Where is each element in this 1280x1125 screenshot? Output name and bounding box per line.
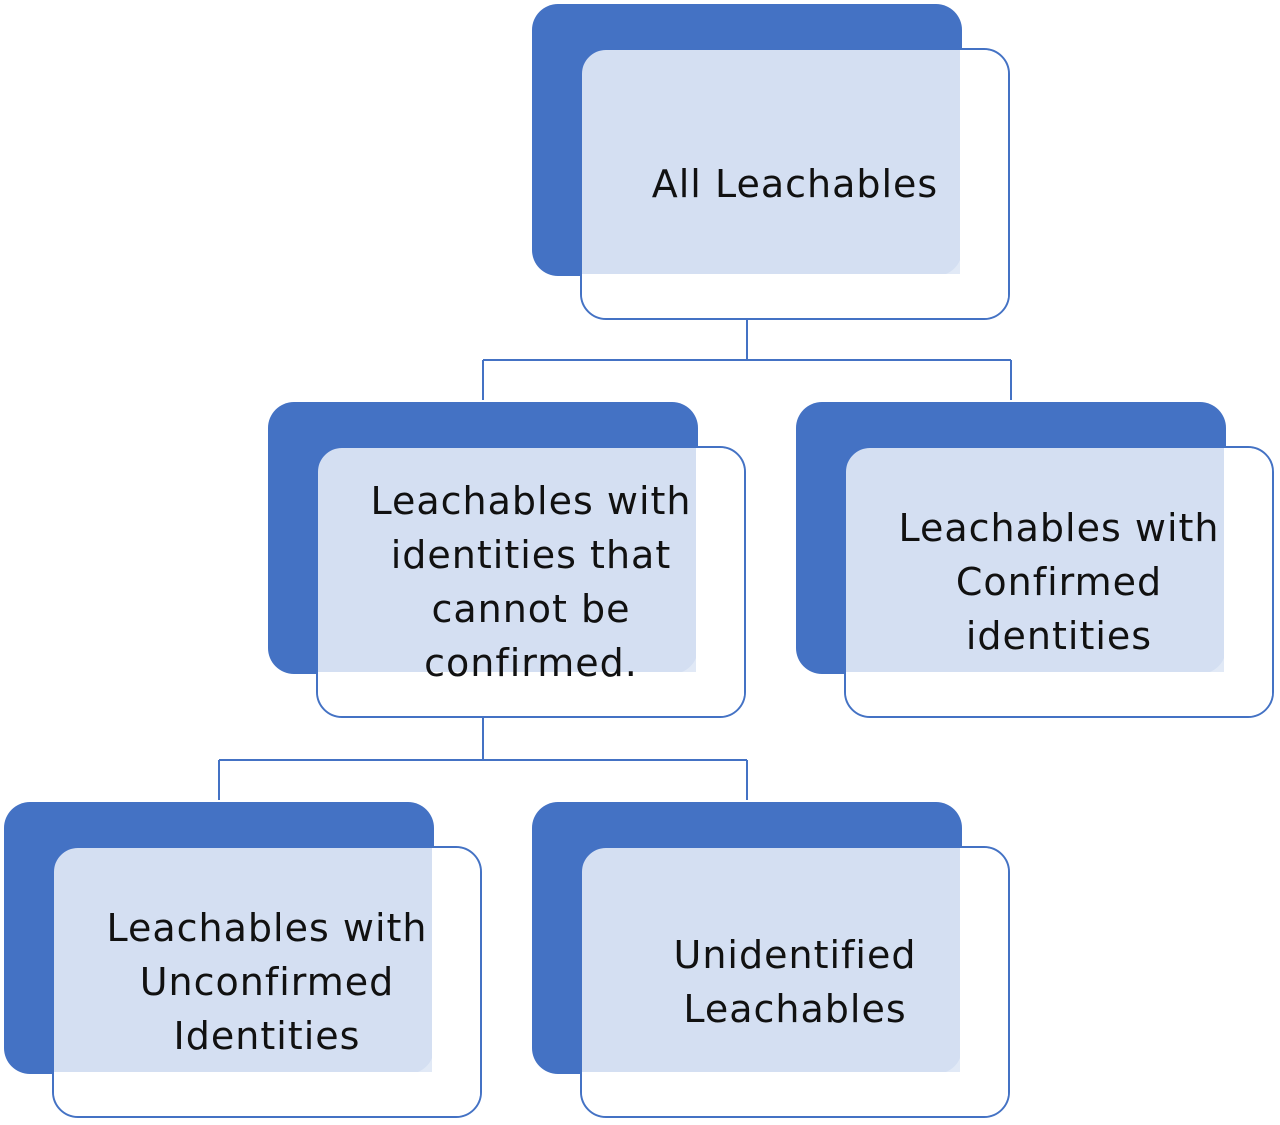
node-unidentified-leachables: Unidentified Leachables <box>532 802 1012 1122</box>
node-front-box: Leachables with Unconfirmed Identities <box>52 846 482 1118</box>
node-front-box: Unidentified Leachables <box>580 846 1010 1118</box>
node-all-leachables: All Leachables <box>532 4 1012 324</box>
node-label: Unidentified Leachables <box>673 933 917 1031</box>
node-front-box: Leachables with Confirmed identities <box>844 446 1274 718</box>
node-label: Leachables with Unconfirmed Identities <box>106 906 428 1058</box>
node-front-box: All Leachables <box>580 48 1010 320</box>
node-confirmed-identities: Leachables with Confirmed identities <box>796 402 1276 722</box>
node-unconfirmed-identities: Leachables with Unconfirmed Identities <box>4 802 484 1122</box>
node-label: Leachables with Confirmed identities <box>898 506 1220 658</box>
node-front-box: Leachables with identities that cannot b… <box>316 446 746 718</box>
node-label: All Leachables <box>651 162 939 206</box>
node-unconfirmable-identities: Leachables with identities that cannot b… <box>268 402 748 722</box>
node-label: Leachables with identities that cannot b… <box>370 479 692 685</box>
